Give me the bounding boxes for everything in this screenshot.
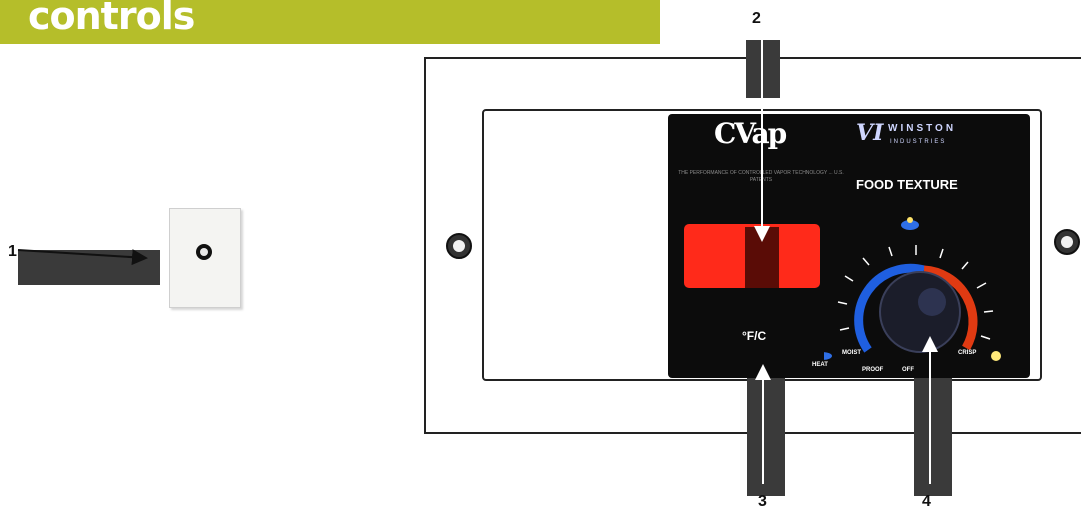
callout-1-arrow	[18, 250, 146, 258]
